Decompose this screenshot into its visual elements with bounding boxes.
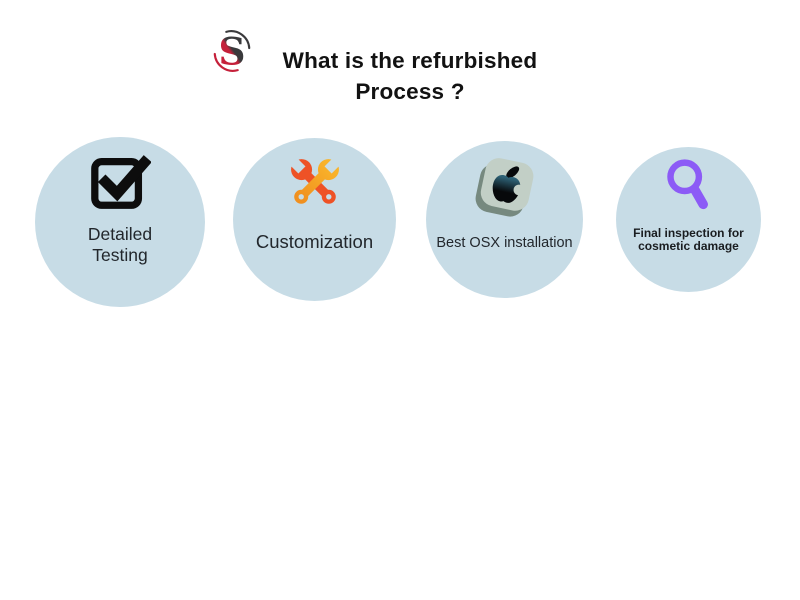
step-label: Best OSX installation — [436, 235, 573, 251]
step-circle-customization: Customization — [233, 138, 396, 301]
step-circle-detailed-testing: Detailed Testing — [35, 137, 205, 307]
page-title-line2: Process ? — [355, 79, 465, 105]
red-wrench — [287, 156, 336, 204]
page-title: What is the refurbished Process ? — [240, 45, 580, 107]
step-icon-wrap — [470, 147, 540, 223]
step-label: Detailed Testing — [87, 224, 153, 265]
logo-red-arc — [213, 52, 239, 72]
brand-logo-icon: S — [209, 28, 255, 74]
step-label: Customization — [255, 231, 374, 252]
page-title-line1: What is the refurbished — [282, 48, 538, 74]
step-icon-wrap — [89, 151, 151, 213]
logo-letter: S — [219, 29, 246, 73]
step-circle-osx-installation: Best OSX installation — [426, 141, 583, 298]
magnifier-icon — [666, 159, 708, 210]
step-circle-final-inspection: Final inspection for cosmetic damage — [616, 147, 761, 292]
step-icon-wrap — [661, 158, 717, 218]
apple-silhouette — [492, 166, 524, 203]
crossed-wrenches-icon — [287, 156, 342, 204]
checkbox-checked-icon — [91, 155, 151, 209]
step-icon-wrap — [283, 151, 347, 215]
logo-dark-arc — [225, 30, 251, 50]
yellow-wrench — [293, 156, 342, 204]
step-label: Final inspection for cosmetic damage — [633, 226, 744, 253]
apple-logo-3d-icon — [475, 158, 533, 217]
